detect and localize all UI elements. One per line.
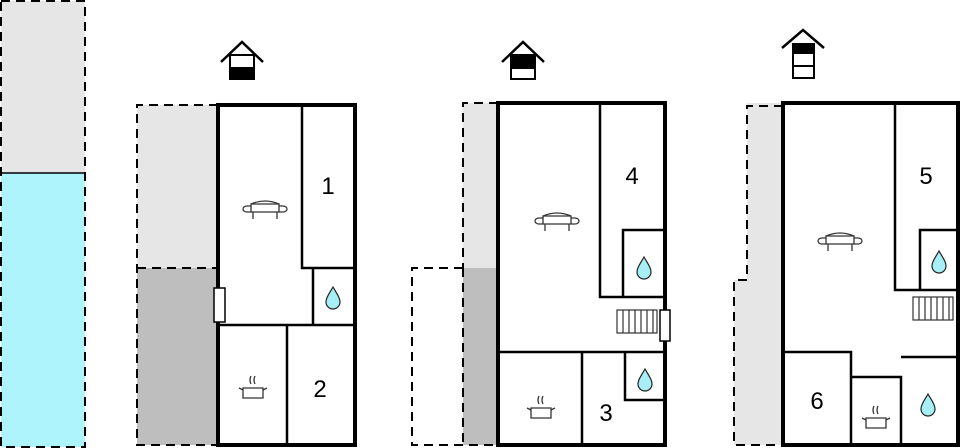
sofa-icon xyxy=(534,212,580,232)
plan-first-floor: 4 3 xyxy=(411,40,671,447)
bathroom-drop-icon xyxy=(325,286,341,310)
plan-second-floor: 5 6 xyxy=(733,28,960,447)
bathroom-drop-icon xyxy=(931,250,947,274)
level-bar-fill xyxy=(1,173,85,447)
bathroom-drop-icon xyxy=(636,256,652,280)
door-icon xyxy=(659,309,671,342)
stairs-icon xyxy=(912,296,954,321)
door-icon xyxy=(213,287,226,323)
outer-wall xyxy=(781,101,960,447)
house-first-floor-icon xyxy=(501,40,545,80)
room-label: 3 xyxy=(599,400,612,427)
house-second-floor-icon xyxy=(781,28,825,79)
room-label: 1 xyxy=(321,173,334,200)
stairs-icon xyxy=(616,309,658,334)
annex-terrace xyxy=(137,105,218,268)
annex-garage xyxy=(137,268,218,445)
room-label: 5 xyxy=(919,163,932,190)
level-bar xyxy=(0,0,86,448)
house-ground-floor-icon xyxy=(220,40,264,80)
plan-ground-floor: 1 2 xyxy=(136,40,357,447)
kitchen-pot-icon xyxy=(861,405,891,429)
kitchen-pot-icon xyxy=(526,395,556,419)
sofa-icon xyxy=(242,200,288,220)
room-label: 2 xyxy=(313,376,326,403)
bathroom-drop-icon xyxy=(637,368,653,392)
room-label: 4 xyxy=(625,163,638,190)
room-label: 6 xyxy=(810,388,823,415)
bathroom-drop-icon xyxy=(920,393,936,417)
kitchen-pot-icon xyxy=(238,375,268,399)
sofa-icon xyxy=(817,232,863,252)
